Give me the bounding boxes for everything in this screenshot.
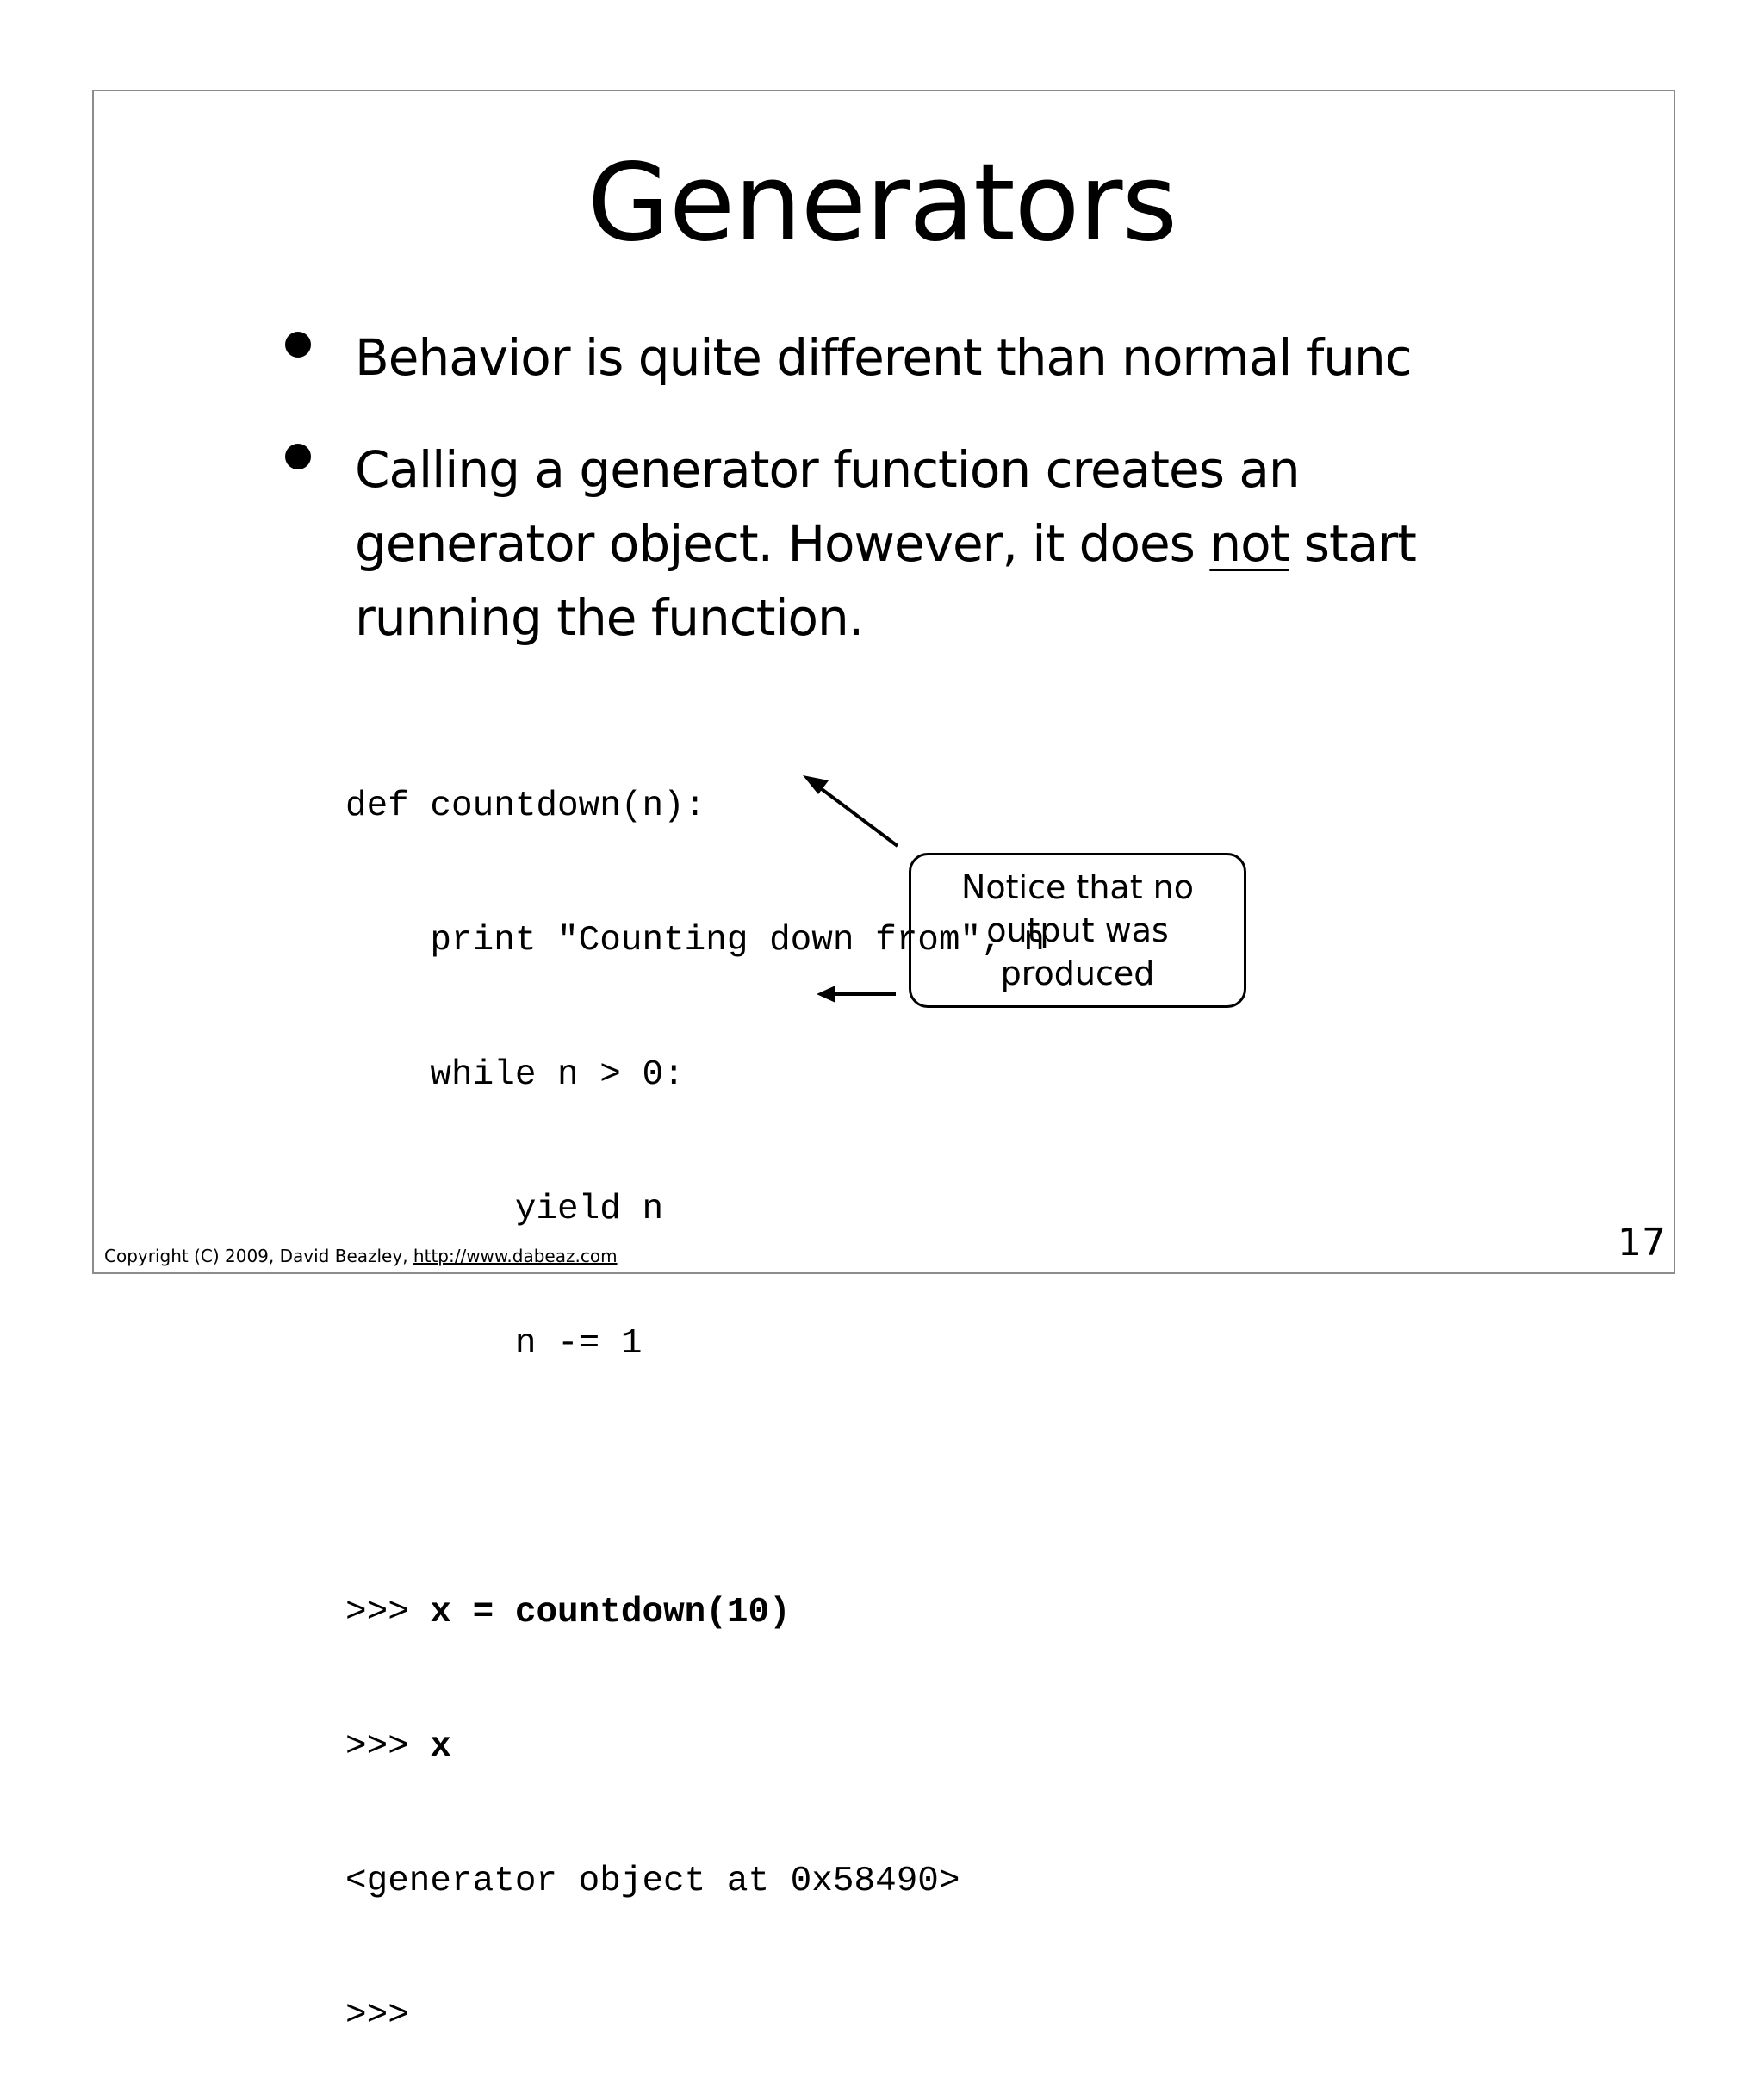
page-number: 17 [1618, 1221, 1666, 1265]
copyright-text: Copyright (C) 2009, David Beazley, [104, 1246, 413, 1266]
bullet-1: Behavior is quite different than normal … [355, 328, 1413, 387]
slide-frame [92, 90, 1675, 1274]
code-input: x [430, 1727, 452, 1767]
callout-box: Notice that no output was produced [909, 853, 1246, 1008]
arrow-to-print-line [803, 775, 899, 848]
prompt: >>> [345, 1727, 431, 1767]
bullet-2-line-2a: generator object. However, it does [355, 514, 1210, 573]
prompt: >>> [345, 1593, 431, 1632]
code-line: def countdown(n): [345, 787, 706, 826]
code-line: >>> [345, 1996, 409, 2036]
emphasis-not: not [1209, 514, 1289, 573]
arrow-to-call-line [817, 986, 896, 1003]
footer-link[interactable]: http://www.dabeaz.com [413, 1246, 618, 1266]
code-input: x = countdown(10) [430, 1593, 791, 1632]
slide-title: Generators [587, 141, 1177, 265]
bullet-2-line-1: Calling a generator function creates an [355, 440, 1301, 499]
bullet-2: Calling a generator function creates an … [355, 432, 1417, 655]
code-line-blank [345, 1456, 1045, 1501]
callout-arrows [803, 775, 899, 1003]
callout-text: Notice that no output was produced [960, 868, 1195, 992]
bullet-dot [285, 444, 311, 469]
bullet-dot [285, 332, 311, 358]
footer: Copyright (C) 2009, David Beazley, http:… [104, 1246, 618, 1266]
code-line-prompt: >>> x = countdown(10) [345, 1590, 1045, 1635]
code-line: <generator object at 0x58490> [345, 1862, 960, 1901]
code-line: print "Counting down from", n [345, 921, 1045, 961]
code-line: while n > 0: [345, 1055, 685, 1095]
bullet-2-line-2b: start [1289, 514, 1417, 573]
code-line: n -= 1 [345, 1324, 643, 1364]
bullet-2-line-3: running the function. [355, 588, 864, 647]
code-line-prompt: >>> x [345, 1725, 1045, 1769]
code-line: yield n [345, 1190, 664, 1229]
